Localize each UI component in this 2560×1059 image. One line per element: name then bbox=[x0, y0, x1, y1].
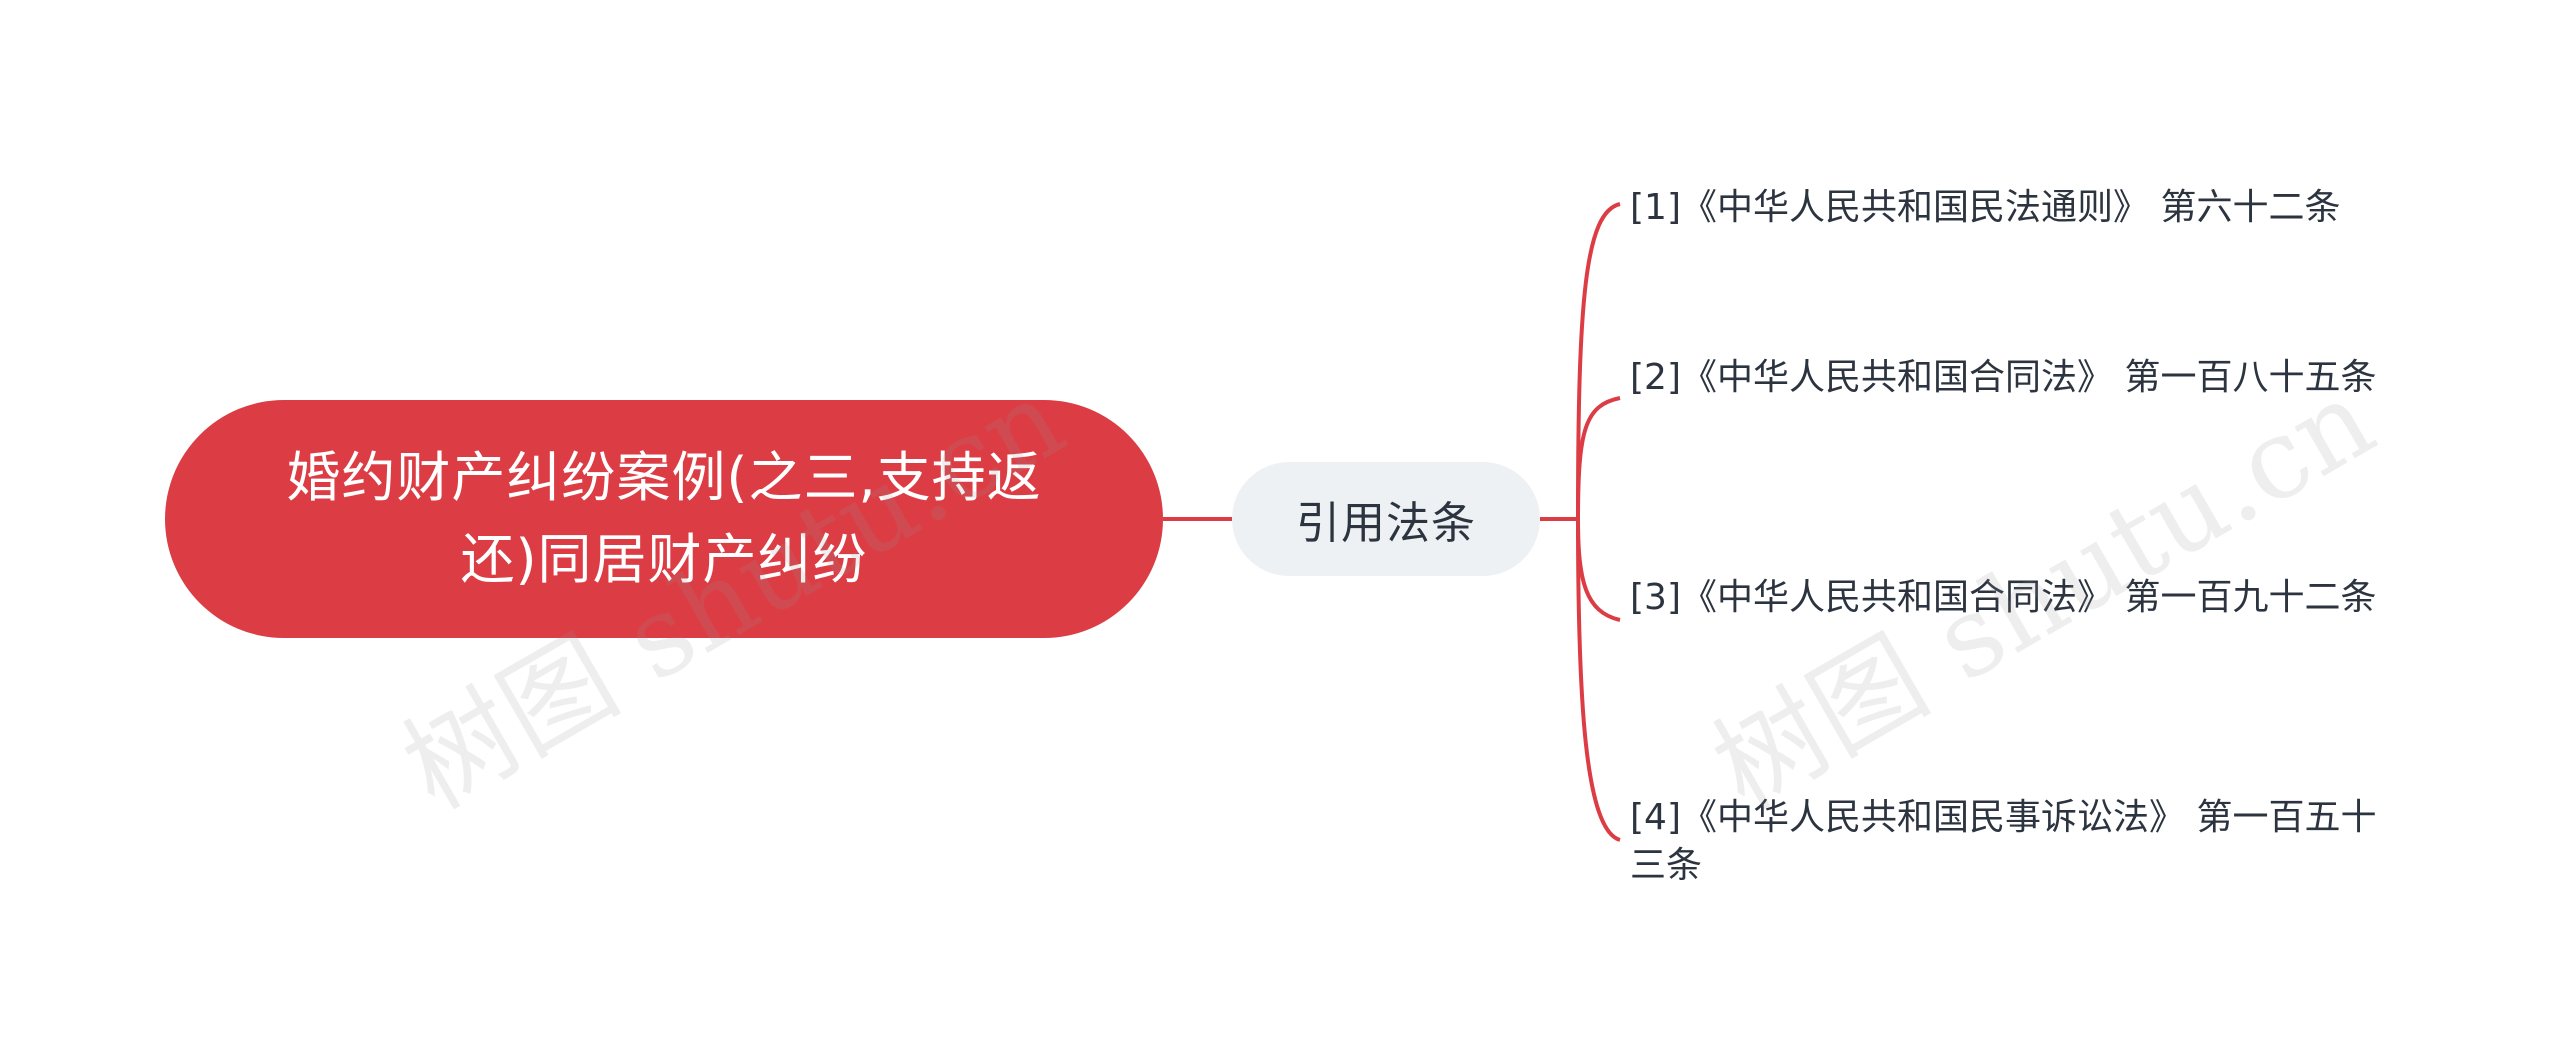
leaf-topic-3[interactable]: [3]《中华人民共和国合同法》 第一百九十二条 bbox=[1630, 574, 2390, 622]
leaf-3-connector bbox=[1576, 518, 1621, 622]
leaf-topic-2[interactable]: [2]《中华人民共和国合同法》 第一百八十五条 bbox=[1630, 354, 2390, 402]
leaf-topic-2-label: [2]《中华人民共和国合同法》 第一百八十五条 bbox=[1630, 357, 2377, 398]
branch-topic-label: 引用法条 bbox=[1296, 498, 1476, 549]
leaf-topic-3-label: [3]《中华人民共和国合同法》 第一百九十二条 bbox=[1630, 577, 2377, 618]
branch-topic-node[interactable]: 引用法条 bbox=[1232, 462, 1540, 576]
leaf-topic-4-label: [4]《中华人民共和国民事诉讼法》 第一百五十三条 bbox=[1630, 797, 2377, 886]
leaf-topic-4[interactable]: [4]《中华人民共和国民事诉讼法》 第一百五十三条 bbox=[1630, 794, 2390, 890]
leaf-topic-1[interactable]: [1]《中华人民共和国民法通则》 第六十二条 bbox=[1630, 184, 2390, 232]
root-topic-node[interactable]: 婚约财产纠纷案例(之三,支持返还)同居财产纠纷 bbox=[165, 400, 1163, 638]
leaf-topic-1-label: [1]《中华人民共和国民法通则》 第六十二条 bbox=[1630, 187, 2341, 228]
leaf-2-connector bbox=[1576, 396, 1621, 520]
leaf-1-connector bbox=[1576, 202, 1621, 520]
root-topic-label: 婚约财产纠纷案例(之三,支持返还)同居财产纠纷 bbox=[286, 446, 1042, 591]
leaf-4-connector bbox=[1576, 518, 1621, 842]
